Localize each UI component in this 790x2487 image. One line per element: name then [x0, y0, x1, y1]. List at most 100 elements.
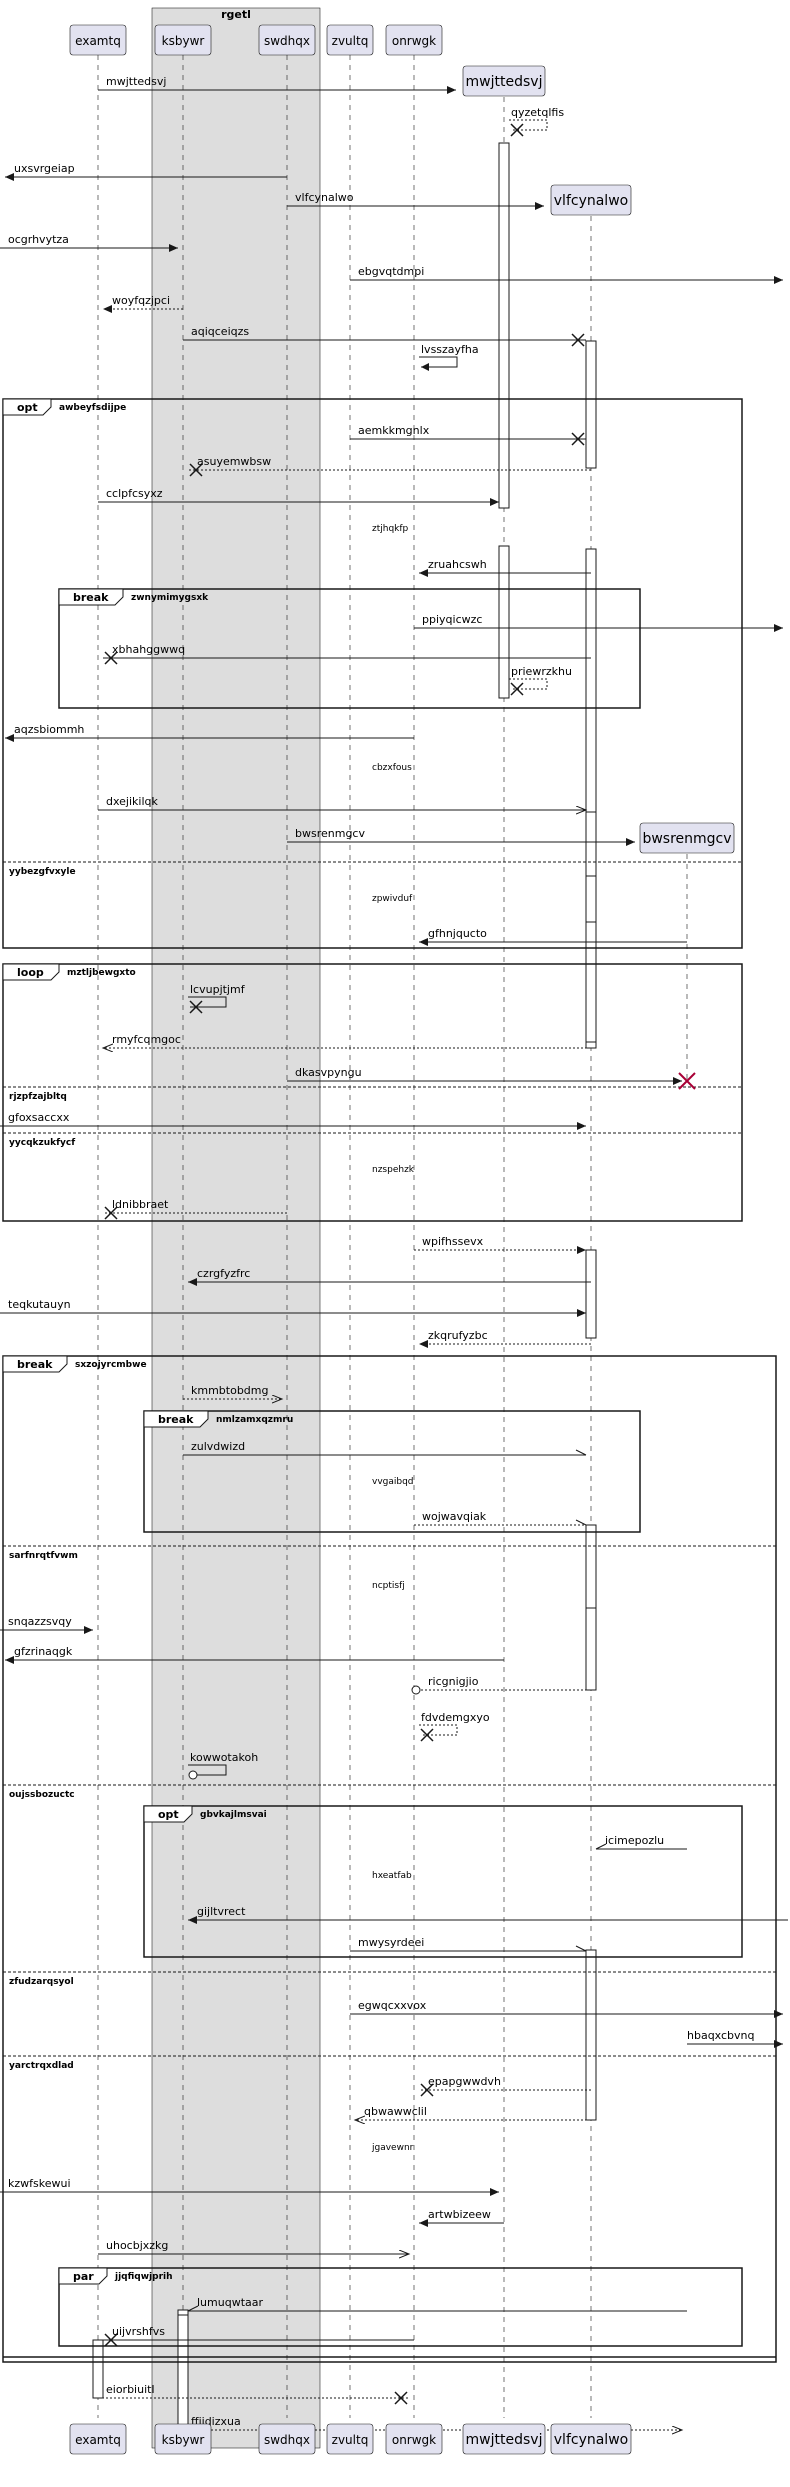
message-jgavewnr: jgavewnr	[371, 2143, 414, 2153]
message-label: cclpfcsyxz	[106, 487, 163, 500]
message-kowwotakoh: kowwotakoh	[188, 1751, 258, 1780]
participant-examtq-bottom: examtq	[69, 2423, 127, 2455]
message-label: icimepozlu	[605, 1834, 664, 1847]
fragment-tab	[58, 588, 124, 606]
fragment-else-guard: zfudzarqsyol	[9, 1977, 74, 1987]
participant-box	[385, 24, 443, 56]
message-label: bwsrenmgcv	[295, 827, 365, 840]
destroy-icon	[678, 1072, 696, 1090]
activation-bar-mwjttedsvj	[498, 142, 510, 509]
fragment-frame	[143, 1410, 641, 1533]
participant-label: vlfcynalwo	[554, 193, 628, 209]
message-qyzetqlfis: qyzetqlfis	[509, 106, 564, 137]
fragment-keyword: loop	[17, 966, 44, 979]
box-group-label: rgetl	[221, 8, 251, 21]
message-label: qbwawwclil	[364, 2105, 427, 2118]
message-label: ldnibbraet	[112, 1198, 169, 1211]
destroy-icon	[394, 2391, 408, 2405]
message-label: qyzetqlfis	[511, 106, 564, 119]
participant-zvultq-top: zvultq	[326, 24, 374, 56]
participant-label: onrwgk	[392, 34, 436, 48]
participant-label: examtq	[75, 2433, 121, 2447]
participant-onrwgk-bottom: onrwgk	[385, 2423, 443, 2455]
self-message-arrow	[419, 1724, 458, 1736]
self-message-arrow	[188, 996, 227, 1008]
participant-label: ksbywr	[162, 2433, 205, 2447]
activation-bar-vlfcynalwo	[585, 921, 597, 1043]
self-message-arrow	[509, 119, 548, 131]
participant-box	[69, 24, 127, 56]
activation-bar-vlfcynalwo	[585, 340, 597, 469]
async-circle	[188, 1770, 198, 1780]
message-label: zkqrufyzbc	[428, 1329, 488, 1342]
participant-box	[462, 2423, 546, 2455]
fragment-tab	[143, 1805, 193, 1823]
fragment-guard: sxzojyrcmbwe	[75, 1360, 147, 1370]
participant-ksbywr-bottom: ksbywr	[154, 2423, 212, 2455]
activation-bar-mwjttedsvj	[498, 545, 510, 699]
participant-onrwgk-top: onrwgk	[385, 24, 443, 56]
participant-box	[462, 65, 546, 97]
fragment-guard: mztljbewgxto	[67, 968, 136, 978]
message-label: dxejikilqk	[106, 795, 158, 808]
fragment-guard: nmlzamxqzmru	[216, 1415, 293, 1425]
arrow-head	[421, 363, 429, 371]
message-cclpfcsyxz: cclpfcsyxz	[98, 487, 499, 506]
message-aqiqceiqzs: aqiqceiqzs	[183, 325, 586, 347]
message-text: zpwivduf	[372, 894, 413, 904]
message-label: zulvdwizd	[191, 1440, 245, 1453]
message-uhocbjxzkg: uhocbjxzkg	[98, 2239, 409, 2254]
message-dxejikilqk: dxejikilqk	[98, 795, 586, 810]
message-text: cbzxfous	[372, 763, 412, 773]
participant-label: ksbywr	[162, 34, 205, 48]
activation-bar-examtq	[92, 2339, 104, 2399]
fragment-frame	[2, 963, 743, 1222]
message-label: eiorbiuitl	[106, 2383, 155, 2396]
message-egwqcxxvox: egwqcxxvox	[350, 1999, 783, 2018]
message-nzspehzk: nzspehzk	[372, 1165, 415, 1175]
destroy-icon	[420, 1728, 434, 1742]
message-wojwavqiak: wojwavqiak	[414, 1510, 587, 1526]
message-label: gfzrinaqgk	[14, 1645, 73, 1658]
message-mwjttedsvj: mwjttedsvj	[98, 75, 456, 94]
participant-label: examtq	[75, 34, 121, 48]
participant-box	[326, 2423, 374, 2455]
participant-zvultq-bottom: zvultq	[326, 2423, 374, 2455]
message-label: dkasvpyngu	[295, 1066, 362, 1079]
message-ebgvqtdmpi: ebgvqtdmpi	[350, 265, 783, 284]
fragment-break: break nmlzamxqzmru	[143, 1410, 641, 1533]
self-message-arrow	[188, 1764, 227, 1776]
message-label: uhocbjxzkg	[106, 2239, 168, 2252]
destroy-icon	[104, 651, 118, 665]
participant-mwjttedsvj-bottom: mwjttedsvj	[462, 2423, 546, 2455]
message-label: vlfcynalwo	[295, 191, 354, 204]
message-label: kowwotakoh	[190, 1751, 258, 1764]
destroy-icon	[189, 463, 203, 477]
participant-label: mwjttedsvj	[466, 74, 543, 90]
message-dkasvpyngu: dkasvpyngu	[287, 1066, 682, 1085]
message-ncptisfj: ncptisfj	[372, 1581, 405, 1591]
message-kmmbtobdmg: kmmbtobdmg	[183, 1384, 282, 1399]
participant-vlfcynalwo-bottom: vlfcynalwo	[550, 2423, 632, 2455]
fragment-else-guard: sarfnrqtfvwm	[9, 1551, 78, 1561]
message-label: lumuqwtaar	[197, 2296, 263, 2309]
activation-bar-vlfcynalwo	[585, 811, 597, 877]
participant-box	[258, 2423, 316, 2455]
self-message-arrow	[419, 356, 458, 368]
message-label: xbhahggwwq	[112, 643, 185, 656]
activation-bar-vlfcynalwo	[585, 1607, 597, 1691]
fragment-keyword: opt	[17, 401, 38, 414]
message-epapgwwdvh: epapgwwdvh	[419, 2075, 591, 2097]
message-label: aqzsbiommh	[14, 723, 84, 736]
message-fdvdemgxyo: fdvdemgxyo	[419, 1711, 490, 1742]
participant-vlfcynalwo-created: vlfcynalwo	[550, 184, 632, 216]
half-arrow-head	[575, 1449, 587, 1456]
half-arrow-head	[595, 1843, 607, 1850]
participant-box	[258, 24, 316, 56]
message-ppiyqicwzc: ppiyqicwzc	[414, 613, 783, 632]
self-message-arrow	[509, 678, 548, 690]
fragment-keyword: break	[158, 1413, 194, 1426]
activation-bar-vlfcynalwo	[585, 1949, 597, 2121]
message-label: ebgvqtdmpi	[358, 265, 424, 278]
